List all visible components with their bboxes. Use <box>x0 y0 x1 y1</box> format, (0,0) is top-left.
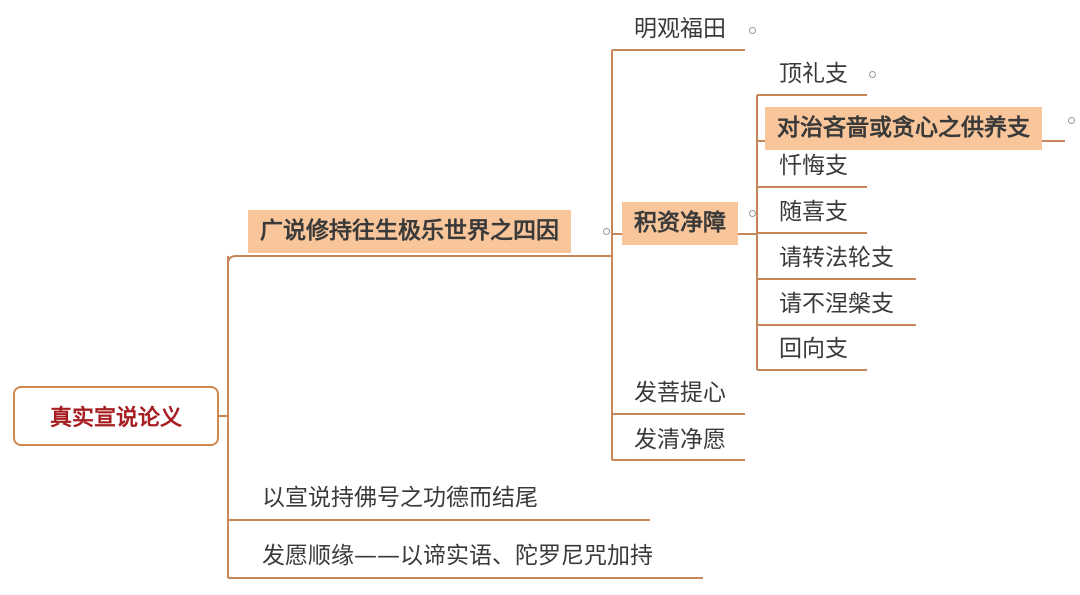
branch-four-causes[interactable]: 广说修持往生极乐世界之四因 <box>248 210 571 253</box>
node-mingguan[interactable]: 明观福田 <box>634 16 726 42</box>
branch-ending-merit[interactable]: 以宣说持佛号之功德而结尾 <box>262 485 538 511</box>
root-node[interactable]: 真实宣说论义 <box>13 386 219 446</box>
collapse-dot-icon[interactable] <box>869 71 876 78</box>
node-qingzhuan-falun[interactable]: 请转法轮支 <box>779 245 894 271</box>
branch-aspiration[interactable]: 发愿顺缘——以谛实语、陀罗尼咒加持 <box>262 543 653 569</box>
collapse-dot-icon[interactable] <box>749 210 756 217</box>
node-faqingjingyuan[interactable]: 发清净愿 <box>634 427 726 453</box>
node-chanhui[interactable]: 忏悔支 <box>779 153 848 179</box>
node-dingli[interactable]: 顶礼支 <box>779 61 848 87</box>
node-faputixin[interactable]: 发菩提心 <box>634 380 726 406</box>
node-huixiang[interactable]: 回向支 <box>779 336 848 362</box>
collapse-dot-icon[interactable] <box>749 27 756 34</box>
node-suixi[interactable]: 随喜支 <box>779 199 848 225</box>
collapse-dot-icon[interactable] <box>603 228 610 235</box>
node-qingbu-niepan[interactable]: 请不涅槃支 <box>779 291 894 317</box>
collapse-dot-icon[interactable] <box>1068 117 1075 124</box>
node-jizi-jingzhang[interactable]: 积资净障 <box>622 202 738 245</box>
node-gongyang[interactable]: 对治吝啬或贪心之供养支 <box>765 107 1042 150</box>
